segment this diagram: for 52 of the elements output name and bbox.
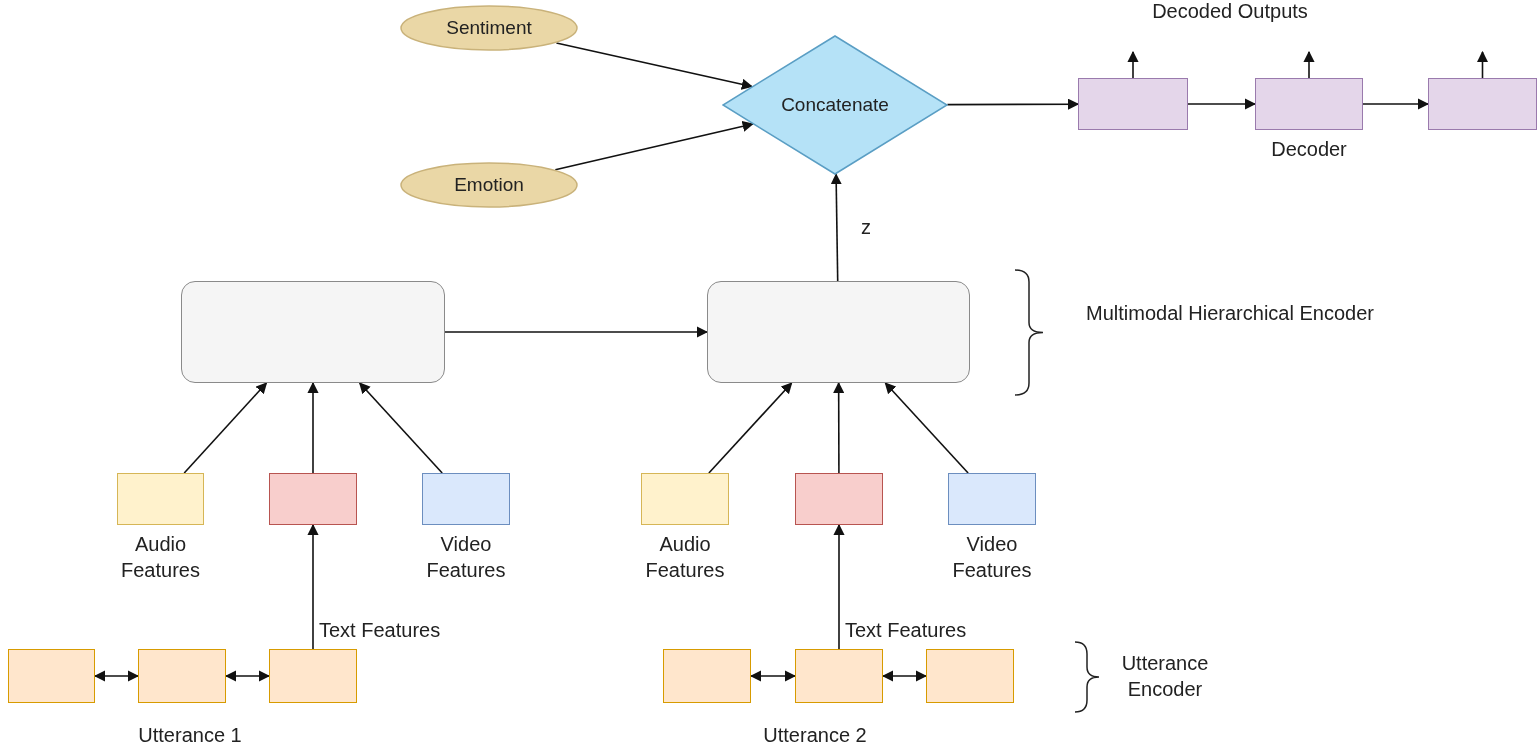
arrow <box>833 381 845 474</box>
arrow <box>555 42 753 90</box>
caption-text: Decoder <box>1270 137 1348 162</box>
arrow <box>358 382 443 474</box>
label-text: Decoded Outputs <box>1151 0 1309 24</box>
caption-text: Video Features <box>425 532 507 583</box>
label-text: Utterance Encoder <box>1120 651 1210 702</box>
utterance-box <box>795 649 883 703</box>
encoder-box <box>181 281 445 383</box>
decoder-box <box>1078 78 1188 130</box>
arrow <box>833 523 845 650</box>
arrow <box>881 670 928 682</box>
caption-text: Video Features <box>951 532 1033 583</box>
feature-box <box>948 473 1036 525</box>
ellipse: Emotion <box>400 162 578 208</box>
label-text: Utterance 1 <box>137 723 243 748</box>
label-text: Multimodal Hierarchical Encoder <box>1085 301 1375 326</box>
label-text: Utterance 2 <box>762 723 868 748</box>
arrow <box>93 670 140 682</box>
caption-text: Audio Features <box>120 532 201 583</box>
utterance-box <box>663 649 751 703</box>
decoder-box <box>1255 78 1363 130</box>
arrow <box>444 326 709 338</box>
feature-box <box>795 473 883 525</box>
arrow <box>884 382 969 474</box>
arrow <box>554 120 754 171</box>
caption-text: Audio Features <box>644 532 726 583</box>
encoder-box <box>707 281 970 383</box>
utterance-box <box>926 649 1014 703</box>
feature-box <box>269 473 357 525</box>
arrow <box>307 381 319 474</box>
arrow <box>224 670 271 682</box>
arrow <box>708 382 793 474</box>
utterance-box <box>138 649 226 703</box>
arrow <box>307 523 319 650</box>
arrow <box>1362 98 1430 110</box>
feature-box <box>422 473 510 525</box>
arrow <box>1127 50 1139 79</box>
decoder-box <box>1428 78 1537 130</box>
arrow <box>830 173 842 282</box>
arrow <box>749 670 797 682</box>
feature-box <box>117 473 204 525</box>
arrow <box>1187 98 1257 110</box>
arrow <box>1476 50 1489 79</box>
ellipse: Sentiment <box>400 5 578 51</box>
utterance-box <box>269 649 357 703</box>
arrow <box>1303 50 1315 79</box>
decision-diamond: Concatenate <box>722 35 948 175</box>
utterance-box <box>8 649 95 703</box>
arrow <box>183 382 268 474</box>
feature-box <box>641 473 729 525</box>
arrow <box>946 98 1080 110</box>
